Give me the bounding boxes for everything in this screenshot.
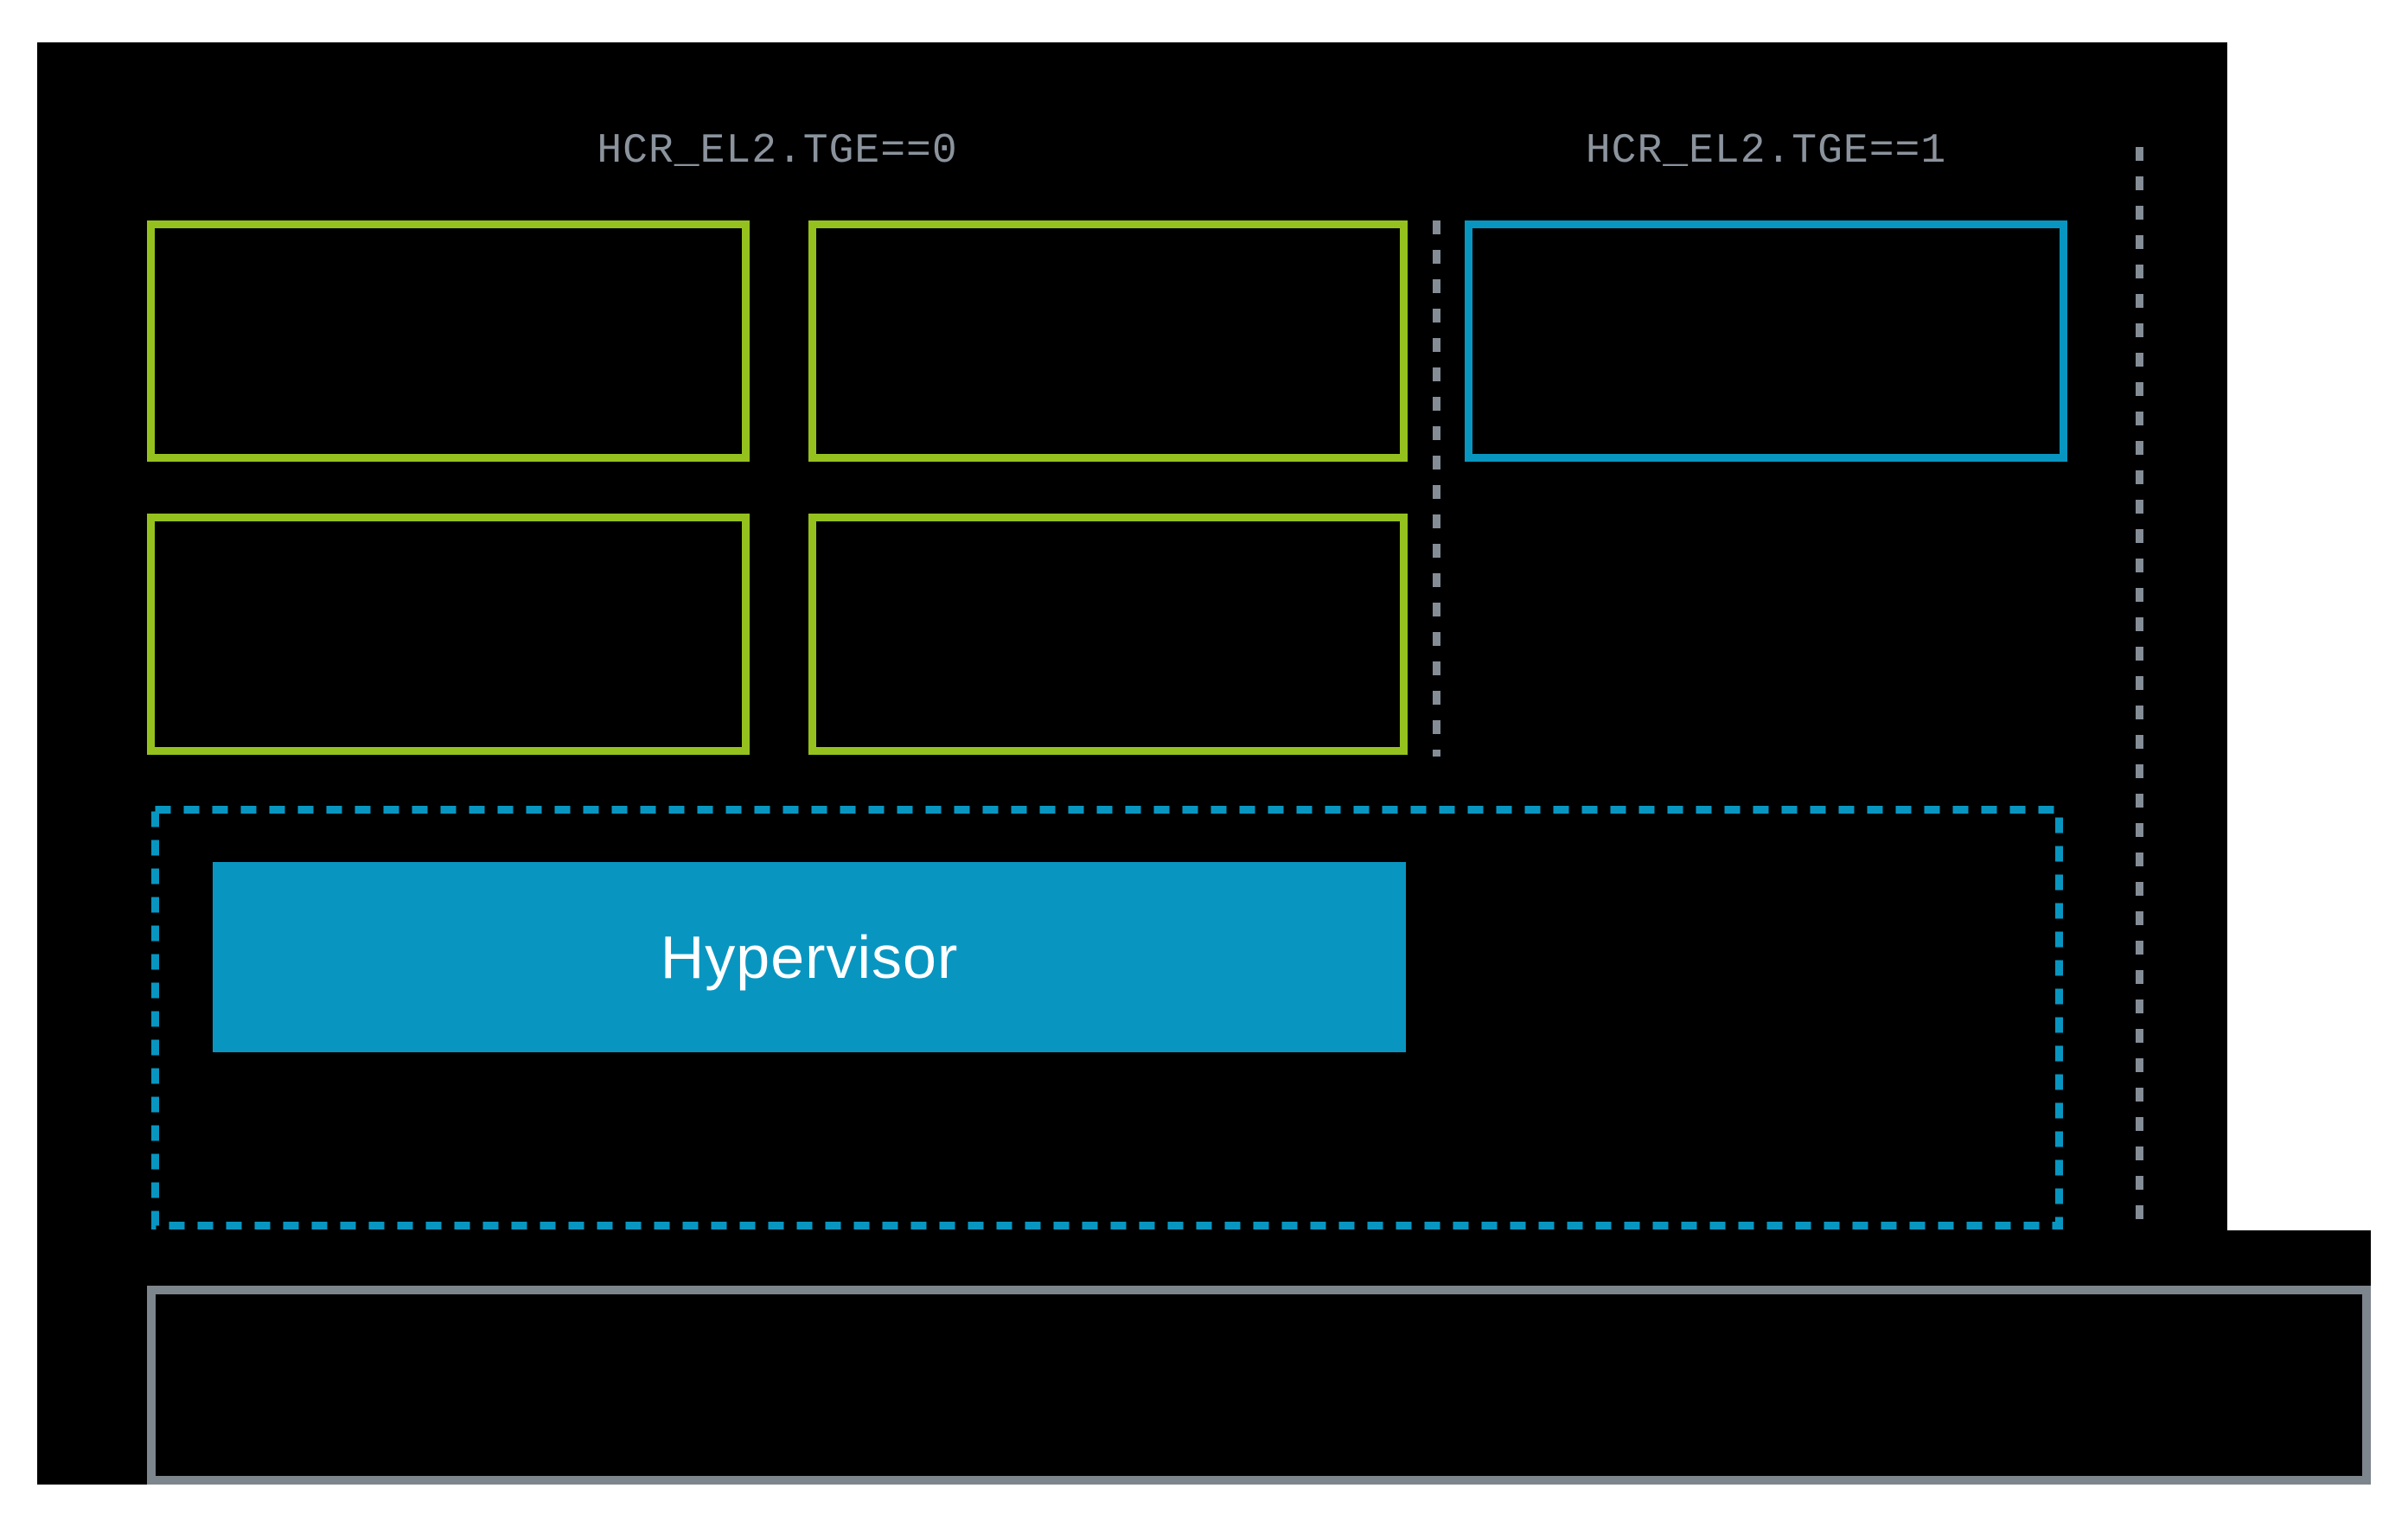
hypervisor-label: Hypervisor bbox=[660, 923, 959, 991]
hcr-el2-tge1-label: HCR_EL2.TGE==1 bbox=[1585, 128, 1947, 175]
outlined-box-row1-col1 bbox=[147, 220, 750, 462]
outlined-box-row1-col2 bbox=[808, 220, 1408, 462]
outlined-box-row2-col1 bbox=[147, 514, 750, 755]
bottom-outlined-tray-box bbox=[147, 1286, 2371, 1485]
blue-outlined-box-row1-col3 bbox=[1465, 220, 2067, 462]
diagram-canvas-bottom-band bbox=[37, 1230, 2371, 1485]
outlined-box-row2-col2 bbox=[808, 514, 1408, 755]
hypervisor-box: Hypervisor bbox=[213, 862, 1406, 1052]
hcr-el2-tge0-label: HCR_EL2.TGE==0 bbox=[597, 128, 958, 175]
